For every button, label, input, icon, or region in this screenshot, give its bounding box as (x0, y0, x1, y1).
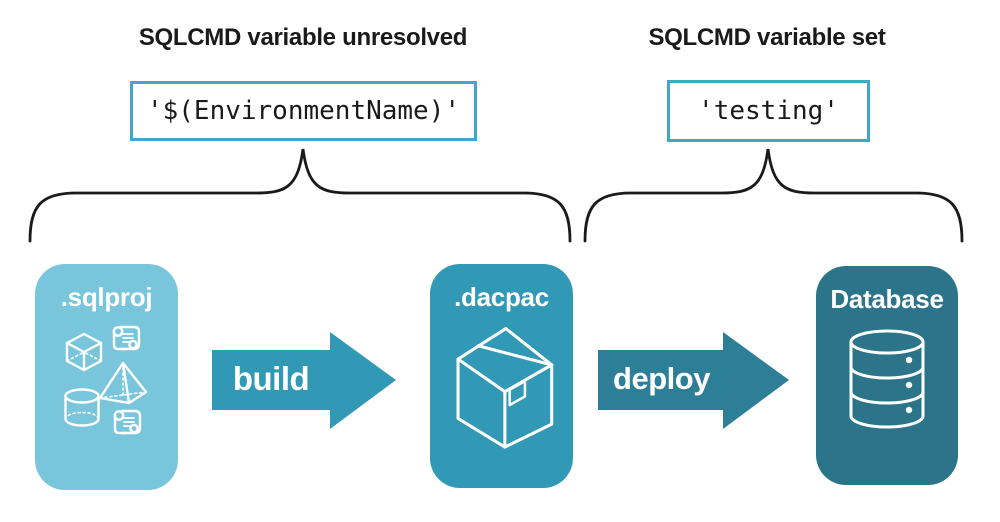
build-arrow-label: build (232, 360, 310, 397)
code-testing-value: 'testing' (698, 96, 839, 126)
left-curly-brace (28, 148, 572, 243)
cube-icon (65, 332, 102, 372)
node-database-label: Database (830, 284, 944, 314)
node-sqlproj-label: .sqlproj (60, 282, 153, 312)
database-icon (849, 329, 925, 429)
cylinder-icon (63, 388, 100, 427)
script-scroll-icon (112, 325, 140, 351)
sql-project-objects-icon (63, 325, 147, 435)
heading-sqlcmd-unresolved: SQLCMD variable unresolved (138, 24, 468, 51)
node-dacpac: .dacpac (430, 264, 573, 488)
code-box-testing-value: 'testing' (667, 80, 870, 142)
code-box-environment-variable: '$(EnvironmentName)' (130, 81, 477, 141)
build-arrow (212, 332, 396, 429)
code-environment-variable: '$(EnvironmentName)' (146, 96, 461, 126)
heading-sqlcmd-set: SQLCMD variable set (648, 24, 886, 51)
script-scroll-icon (113, 409, 141, 435)
node-sqlproj: .sqlproj (35, 264, 178, 490)
deploy-arrow-label: deploy (613, 361, 710, 396)
right-curly-brace (583, 148, 964, 243)
node-dacpac-label: .dacpac (454, 282, 549, 312)
pyramid-icon (98, 361, 147, 405)
package-label-icon (507, 379, 526, 407)
node-database: Database (816, 266, 958, 485)
deploy-arrow (598, 332, 789, 429)
package-box-icon (456, 327, 553, 449)
